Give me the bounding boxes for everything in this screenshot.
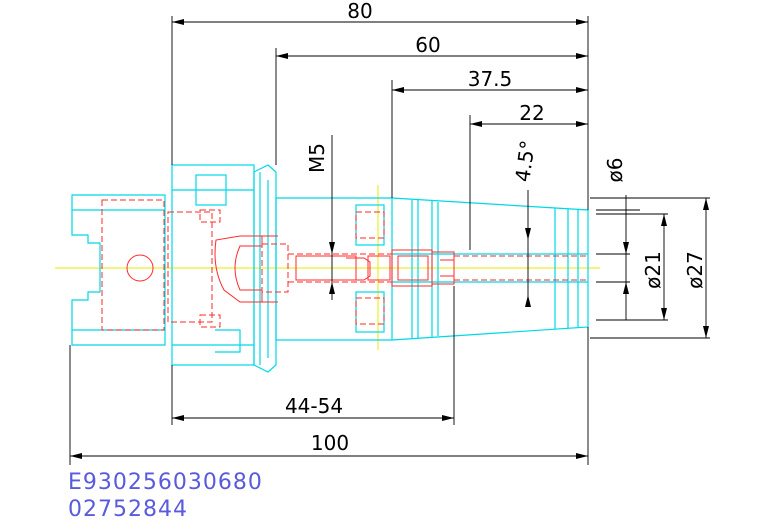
dim-overall-length: 100 xyxy=(311,431,349,455)
order-number: 02752844 xyxy=(68,497,188,522)
dim-taper-angle: 4.5° xyxy=(510,139,540,184)
dim-bore-depth: 37.5 xyxy=(468,67,513,91)
dim-thread: M5 xyxy=(305,143,329,173)
holder-outline xyxy=(71,164,589,373)
dim-shank-length: 60 xyxy=(415,33,440,57)
dim-collar-diameter: ø27 xyxy=(683,251,707,289)
dim-adjust-range: 44-54 xyxy=(285,394,343,418)
dimension-lines xyxy=(69,16,710,465)
item-number: E930256030680 xyxy=(68,470,263,495)
dim-taper-length: 22 xyxy=(519,101,544,125)
dim-nose-diameter: ø21 xyxy=(641,251,665,289)
dim-overall-top: 80 xyxy=(347,0,372,23)
dim-bore-diameter: ø6 xyxy=(603,158,627,183)
hidden-lines xyxy=(101,199,588,331)
